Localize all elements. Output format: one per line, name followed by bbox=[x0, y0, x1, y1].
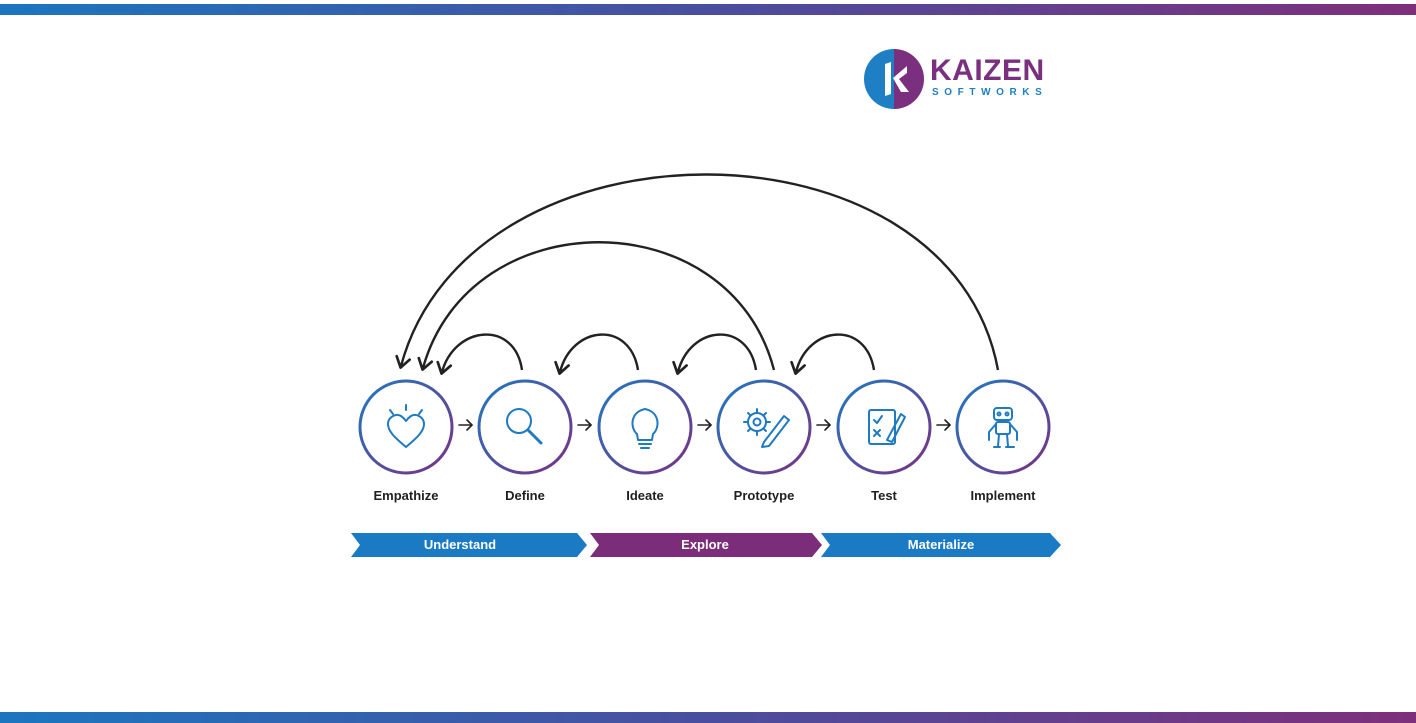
step-circle-empathize bbox=[358, 379, 454, 475]
step-label-test: Test bbox=[871, 488, 897, 503]
step-label-define: Define bbox=[505, 488, 545, 503]
step-circle-define bbox=[477, 379, 573, 475]
logo-tagline: SOFTWORKS bbox=[932, 87, 1048, 98]
kaizen-logo-mark-icon bbox=[864, 49, 924, 109]
phase-chevron-materialize bbox=[821, 533, 1061, 557]
step-label-ideate: Ideate bbox=[626, 488, 664, 503]
forward-arrow-4 bbox=[816, 419, 831, 431]
top-gradient-bar bbox=[0, 4, 1416, 15]
phase-chevron-explore bbox=[590, 533, 822, 557]
forward-arrow-3 bbox=[697, 419, 712, 431]
loop-arc-define-to-empathize bbox=[436, 333, 524, 375]
forward-arrow-1 bbox=[458, 419, 473, 431]
phase-label-understand: Understand bbox=[423, 537, 497, 552]
phase-chevron-understand bbox=[351, 533, 587, 557]
loop-arc-prototype-to-ideate bbox=[672, 333, 758, 375]
lightbulb-icon bbox=[631, 408, 659, 449]
phase-label-materialize: Materialize bbox=[907, 537, 975, 552]
loop-arc-test-to-prototype bbox=[790, 333, 876, 375]
bottom-gradient-bar bbox=[0, 712, 1416, 723]
magnifier-icon bbox=[506, 408, 543, 445]
step-label-prototype: Prototype bbox=[733, 488, 795, 503]
step-circle-ideate bbox=[597, 379, 693, 475]
kaizen-logo: KAIZEN SOFTWORKS bbox=[863, 48, 1063, 110]
step-circle-test bbox=[836, 379, 932, 475]
step-circle-implement bbox=[955, 379, 1051, 475]
robot-icon bbox=[988, 407, 1018, 448]
heart-icon bbox=[387, 404, 425, 448]
step-label-implement: Implement bbox=[970, 488, 1036, 503]
gear-pencil-icon bbox=[743, 408, 790, 448]
phase-label-explore: Explore bbox=[681, 537, 729, 552]
feedback-arc-prototype-to-empathize bbox=[417, 241, 776, 371]
feedback-arc-implement-to-empathize bbox=[395, 173, 1000, 371]
logo-wordmark: KAIZEN bbox=[930, 54, 1045, 87]
forward-arrow-5 bbox=[936, 419, 951, 431]
loop-arc-ideate-to-define bbox=[554, 333, 640, 375]
step-label-empathize: Empathize bbox=[373, 488, 439, 503]
checklist-icon bbox=[868, 409, 906, 445]
forward-arrow-2 bbox=[577, 419, 592, 431]
